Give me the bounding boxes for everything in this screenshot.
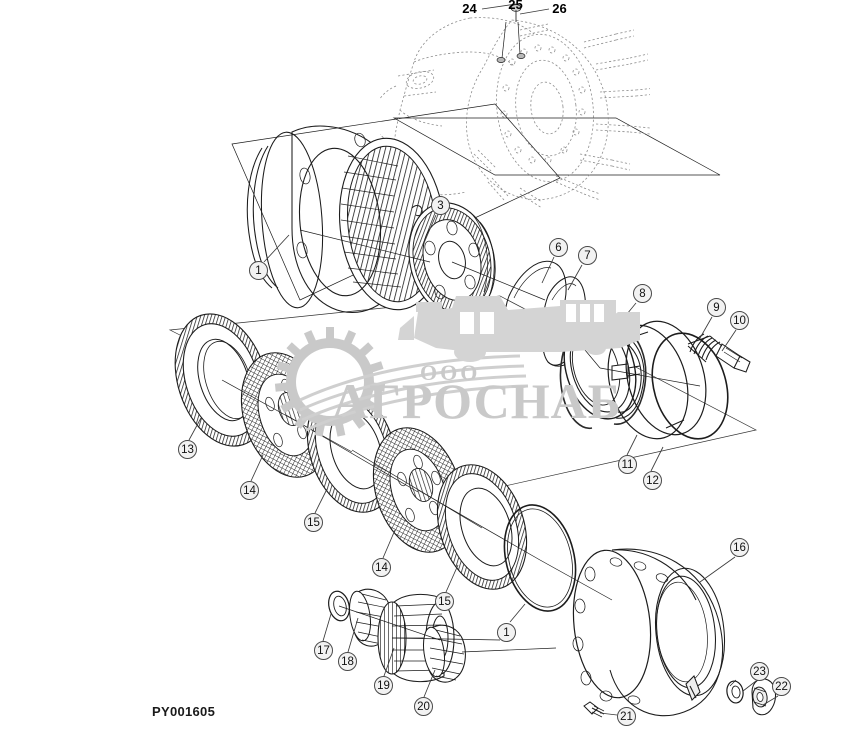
callout-14: 14: [240, 481, 259, 500]
part-23-lock-washer: [726, 679, 744, 704]
reference-plane-top: [392, 117, 721, 176]
watermark-agrosnab: ООО АГРОСНАБ: [274, 296, 640, 437]
part-10-adjusting-screw: [715, 343, 751, 373]
callout-15: 15: [304, 513, 323, 532]
watermark-company-name: АГРОСНАБ: [332, 373, 622, 429]
watermark-company-form: ООО: [420, 360, 480, 385]
callout-22: 22: [772, 677, 791, 696]
callout-10: 10: [730, 311, 749, 330]
callout-26: 26: [552, 1, 567, 16]
callout-19: 19: [374, 676, 393, 695]
callout-18: 18: [338, 652, 357, 671]
callout-25: 25: [508, 0, 523, 12]
callout-14: 14: [372, 558, 391, 577]
field-swoosh: [299, 354, 529, 432]
axle-housing-phantom: [380, 4, 650, 209]
callout-15: 15: [435, 592, 454, 611]
callout-23: 23: [750, 662, 769, 681]
callout-13: 13: [178, 440, 197, 459]
callout-17: 17: [314, 641, 333, 660]
callout-8: 8: [633, 284, 652, 303]
callout-1: 1: [249, 261, 268, 280]
callout-24: 24: [462, 1, 477, 16]
callout-21: 21: [617, 707, 636, 726]
part-3-planetary-carrier: [408, 202, 496, 318]
part-21-cap-screw: [583, 701, 605, 718]
callout-12: 12: [643, 471, 662, 490]
callout-11: 11: [618, 455, 637, 474]
callout-20: 20: [414, 697, 433, 716]
part-16-wheel-hub-housing: [572, 548, 725, 717]
callout-16: 16: [730, 538, 749, 557]
part-1-o-ring: [503, 504, 577, 612]
callout-3: 3: [431, 196, 450, 215]
gear-icon: [274, 327, 386, 437]
callout-leader-lines: [188, 3, 779, 716]
callout-7: 7: [578, 246, 597, 265]
callout-9: 9: [707, 298, 726, 317]
callout-6: 6: [549, 238, 568, 257]
part-number-label: PY001605: [152, 704, 216, 719]
callout-1: 1: [497, 623, 516, 642]
combine-harvester-icon: [398, 296, 640, 362]
part-12-retainer-ring: [651, 332, 729, 440]
